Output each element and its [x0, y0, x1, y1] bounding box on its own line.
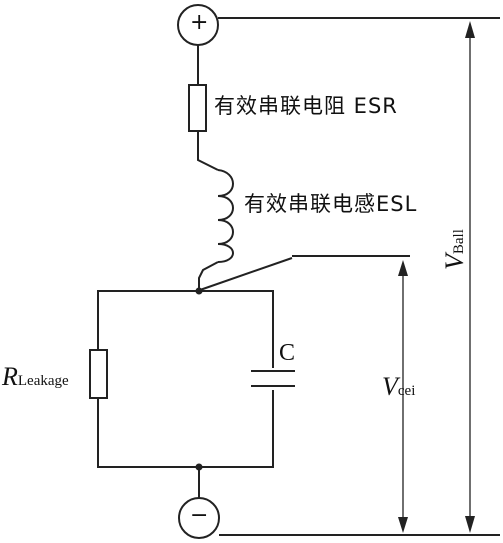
vball-symbol: V — [440, 254, 469, 270]
negative-sign: − — [190, 503, 209, 528]
vcei-arrow-up — [398, 260, 408, 276]
positive-sign: + — [190, 10, 209, 35]
parallel-loop — [97, 290, 274, 468]
negative-terminal — [178, 497, 220, 539]
node-dot-bottom — [195, 463, 203, 471]
r-leakage-subscript: Leakage — [17, 373, 69, 389]
node-dot-top — [195, 287, 203, 295]
vball-label: VBall — [440, 229, 470, 270]
vcei-subscript: cei — [397, 383, 416, 399]
r-leakage-symbol: R — [2, 362, 18, 391]
vcei-label: Vcei — [382, 372, 415, 402]
vcei-arrow-down — [398, 517, 408, 533]
vball-arrow-up — [465, 21, 475, 38]
esl-inductor — [217, 169, 234, 263]
esr-label: 有效串联电阻 ESR — [214, 94, 398, 118]
wire — [198, 261, 219, 291]
capacitor-label: C — [279, 340, 296, 366]
vcei-symbol: V — [382, 372, 398, 401]
esl-label: 有效串联电感ESL — [244, 192, 418, 216]
vball-subscript: Ball — [451, 229, 467, 255]
esr-resistor — [188, 84, 207, 132]
leakage-resistor — [89, 349, 108, 399]
wire — [197, 131, 219, 171]
switch-blade — [199, 257, 293, 291]
r-leakage-label: RLeakage — [2, 362, 69, 392]
vball-arrow-down — [465, 516, 475, 533]
